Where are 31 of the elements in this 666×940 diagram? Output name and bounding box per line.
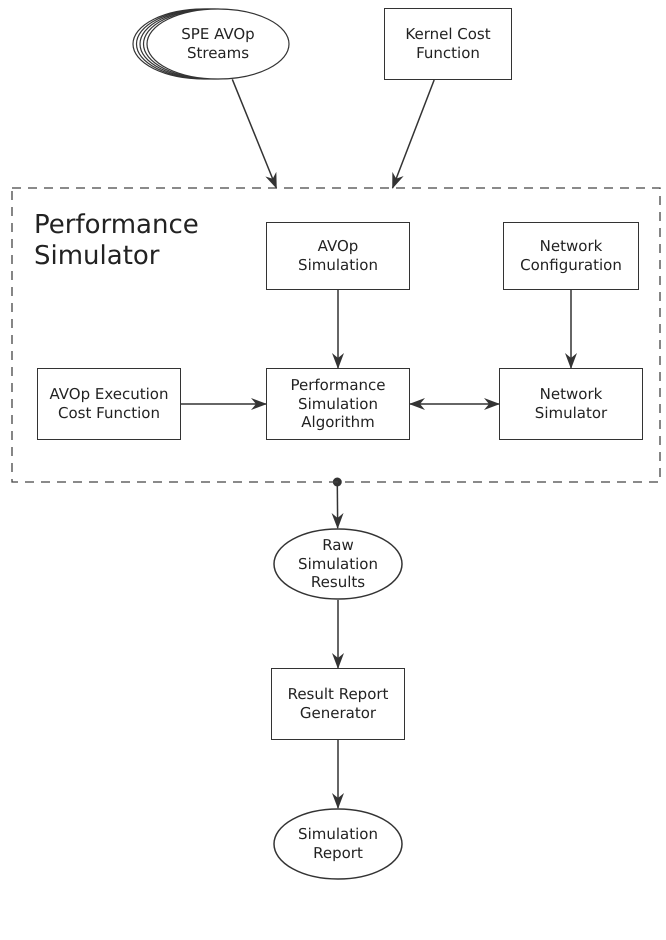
dashed-group-frame <box>12 188 660 482</box>
stacked-ellipses <box>130 8 290 80</box>
data-ellipse <box>273 808 403 880</box>
node-label: Raw Simulation Results <box>297 536 379 592</box>
node-label: SPE AVOp Streams <box>180 25 256 63</box>
node-label: Result Report Generator <box>286 685 390 723</box>
arrow <box>332 600 344 669</box>
arrow <box>392 80 435 189</box>
arrow <box>181 398 267 410</box>
process-box <box>271 668 405 740</box>
arrow <box>565 290 577 369</box>
process-box <box>499 368 643 440</box>
arrow <box>332 290 344 369</box>
node-label: Simulation Report <box>297 825 379 863</box>
group-heading: Performance Simulator <box>34 210 200 272</box>
process-box <box>266 368 410 440</box>
process-box <box>37 368 181 440</box>
arrow <box>332 478 344 529</box>
node-label: Network Simulator <box>534 385 608 423</box>
arrow <box>332 740 344 809</box>
node-label: AVOp Simulation <box>297 237 379 275</box>
process-box <box>503 222 639 290</box>
arrow <box>409 398 500 410</box>
process-box <box>266 222 410 290</box>
arrow <box>232 79 278 189</box>
node-label: AVOp Execution Cost Function <box>48 385 170 423</box>
node-label: Kernel Cost Function <box>404 25 492 63</box>
data-ellipse <box>273 528 403 600</box>
process-box <box>384 8 512 80</box>
node-label: Performance Simulation Algorithm <box>289 376 387 432</box>
node-label: Network Configuration <box>519 237 623 275</box>
